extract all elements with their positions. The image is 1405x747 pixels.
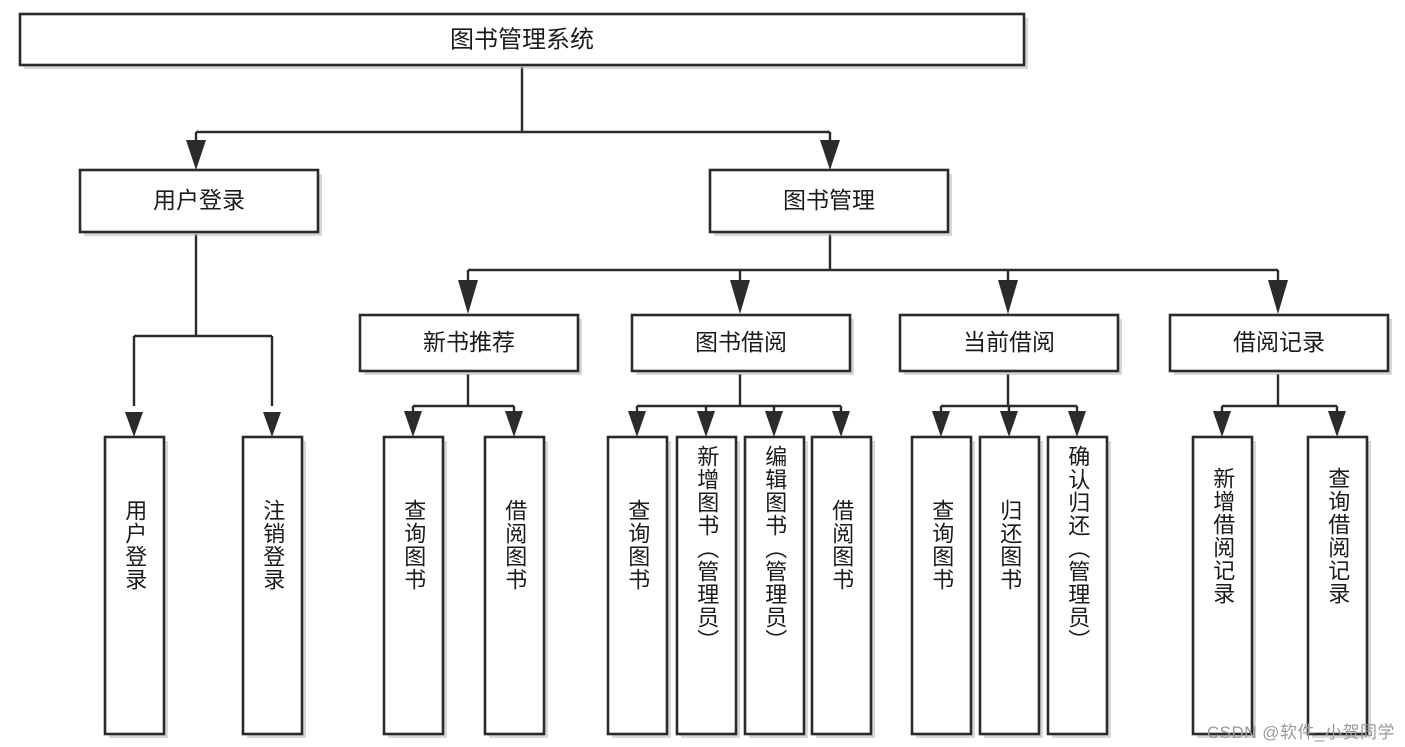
node-book-manage[interactable]: 图书管理 (708, 168, 952, 236)
leaf-node-br-query[interactable] (1306, 435, 1371, 738)
node-new-book-label: 新书推荐 (423, 329, 515, 355)
arrowhead-leaf-logout (263, 412, 281, 437)
leaf-node-nb-query[interactable] (382, 435, 447, 738)
leaf-node-cb-return[interactable] (978, 435, 1043, 738)
leaf-nb-borrow-box[interactable] (483, 435, 546, 736)
node-root[interactable]: 图书管理系统 (18, 12, 1028, 69)
leaf-node-logout[interactable] (241, 435, 306, 738)
node-borrow-record-label: 借阅记录 (1233, 329, 1325, 355)
arrowhead-br-leaf-2 (1328, 411, 1346, 437)
arrowhead-nb-leaf-1 (404, 411, 422, 437)
node-current-borrow[interactable]: 当前借阅 (898, 313, 1122, 375)
leaf-node-bb-add[interactable] (675, 435, 740, 738)
arrowhead-bb-leaf-2 (697, 411, 715, 437)
node-root-box[interactable] (18, 12, 1026, 67)
arrowhead-nb-leaf-2 (505, 411, 523, 437)
leaf-node-nb-borrow[interactable] (483, 435, 548, 738)
arrowhead-cb-leaf-3 (1068, 411, 1086, 437)
node-book-borrow-label: 图书借阅 (695, 329, 787, 355)
leaf-user-login-box[interactable] (103, 435, 166, 736)
leaf-node-bb-borrow[interactable] (810, 435, 875, 738)
arrowhead-borrow-record (1268, 280, 1288, 314)
leaf-node-bb-query[interactable] (606, 435, 671, 738)
arrowhead-current-borrow (998, 280, 1018, 314)
node-new-book[interactable]: 新书推荐 (358, 313, 582, 375)
csdn-watermark: CSDN @软件_小贺同学 (1206, 723, 1395, 742)
leaf-logout-box[interactable] (241, 435, 304, 736)
arrowhead-layer (125, 140, 1346, 437)
arrowhead-new-book (458, 280, 478, 314)
leaf-node-br-add[interactable] (1191, 435, 1256, 738)
arrowhead-leaf-user-login (125, 412, 143, 437)
leaf-node-bb-edit[interactable] (743, 435, 808, 738)
arrowhead-bb-leaf-1 (628, 411, 646, 437)
arrowhead-cb-leaf-2 (1000, 411, 1018, 437)
leaf-bb-edit-box[interactable] (743, 435, 806, 736)
node-user-login-label: 用户登录 (153, 187, 245, 213)
node-user-login[interactable]: 用户登录 (78, 168, 322, 236)
node-current-borrow-box[interactable] (898, 313, 1120, 373)
leaf-bb-borrow-box[interactable] (810, 435, 873, 736)
arrowhead-book-manage (820, 140, 840, 170)
arrowhead-cb-leaf-1 (932, 411, 950, 437)
node-book-manage-box[interactable] (708, 168, 950, 234)
leaf-br-query-box[interactable] (1306, 435, 1369, 736)
node-borrow-record-box[interactable] (1168, 313, 1390, 373)
leaf-cb-return-box[interactable] (978, 435, 1041, 736)
leaf-bb-add-box[interactable] (675, 435, 738, 736)
node-user-login-box[interactable] (78, 168, 320, 234)
node-new-book-box[interactable] (358, 313, 580, 373)
leaf-node-user-login[interactable] (103, 435, 168, 738)
leaf-br-add-box[interactable] (1191, 435, 1254, 736)
leaf-bb-query-box[interactable] (606, 435, 669, 736)
arrowhead-bb-leaf-4 (832, 411, 850, 437)
leaf-cb-query-box[interactable] (910, 435, 973, 736)
arrowhead-user-login (186, 140, 206, 170)
arrowhead-br-leaf-1 (1213, 411, 1231, 437)
node-book-manage-label: 图书管理 (783, 187, 875, 213)
leaf-nb-query-box[interactable] (382, 435, 445, 736)
leaf-node-cb-query[interactable] (910, 435, 975, 738)
node-book-borrow[interactable]: 图书借阅 (630, 313, 854, 375)
leaf-cb-confirm-box[interactable] (1046, 435, 1109, 736)
arrowhead-bb-leaf-3 (765, 411, 783, 437)
node-borrow-record[interactable]: 借阅记录 (1168, 313, 1392, 375)
node-root-label: 图书管理系统 (450, 26, 594, 53)
leaf-node-cb-confirm[interactable] (1046, 435, 1111, 738)
node-book-borrow-box[interactable] (630, 313, 852, 373)
arrowhead-book-borrow (730, 280, 750, 314)
node-layer: 图书管理系统 用户登录 图书管理 新书推荐 (18, 12, 1392, 738)
node-current-borrow-label: 当前借阅 (963, 329, 1055, 355)
